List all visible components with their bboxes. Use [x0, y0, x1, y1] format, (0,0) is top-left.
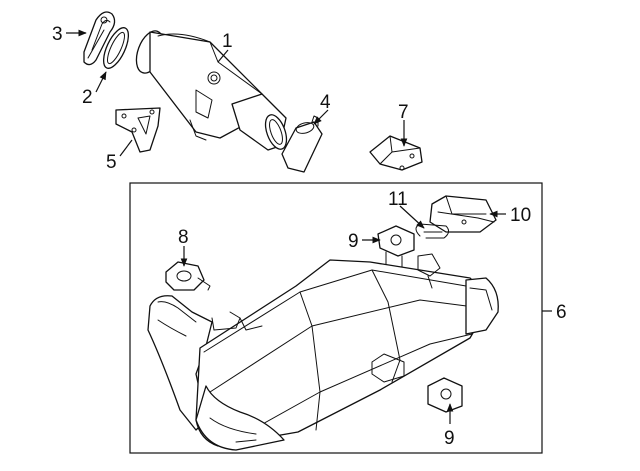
callout-3: 3 — [52, 24, 63, 45]
callout-1: 1 — [222, 31, 233, 52]
retaining-clip — [415, 223, 450, 239]
rubber-hanger-lower — [427, 377, 463, 413]
callout-8: 8 — [178, 227, 189, 248]
heat-shield-bracket — [369, 135, 423, 171]
callout-10: 10 — [510, 205, 531, 226]
callout-5: 5 — [106, 152, 117, 173]
callout-2: 2 — [82, 87, 93, 108]
exhaust-clamp — [83, 11, 116, 66]
exhaust-sleeve — [281, 115, 323, 173]
callout-4: 4 — [320, 92, 331, 113]
callout-9-upper: 9 — [348, 231, 359, 252]
rear-muffler — [147, 253, 499, 451]
catalytic-converter — [135, 30, 288, 151]
callout-6: 6 — [556, 302, 567, 323]
mounting-bracket — [115, 107, 161, 153]
muffler-assembly-box — [129, 182, 552, 454]
callout-11: 11 — [388, 189, 408, 210]
rubber-hanger — [165, 261, 211, 291]
callout-9-lower: 9 — [444, 428, 455, 449]
callout-7: 7 — [398, 102, 409, 123]
heat-shield-plate — [429, 195, 497, 233]
gasket-ring — [102, 27, 130, 69]
